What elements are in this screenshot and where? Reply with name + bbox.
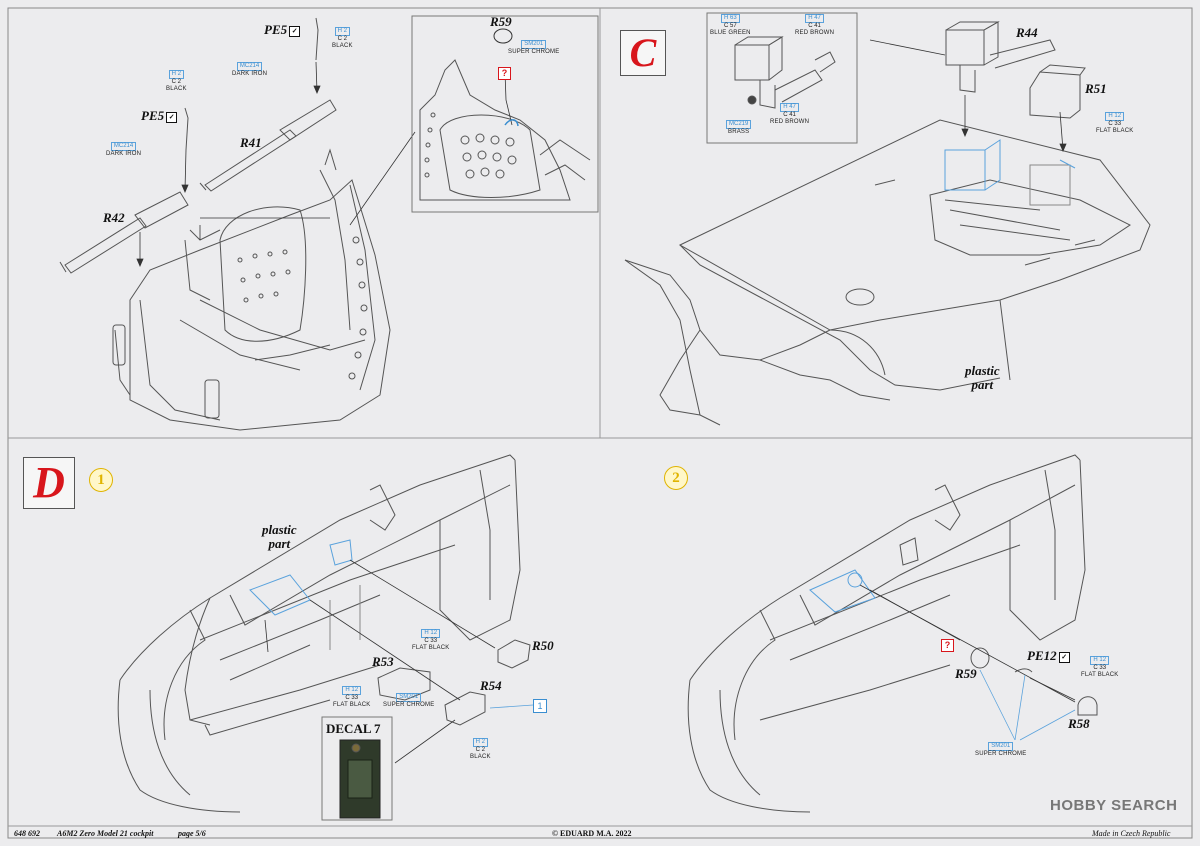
- part-label-r41: R41: [240, 135, 262, 150]
- c-inset-drawing: [734, 36, 836, 109]
- part-label-r59-top: R59: [490, 14, 512, 29]
- footer-code: 648 692: [14, 829, 40, 838]
- part-label-r44: R44: [1016, 25, 1038, 40]
- part-label-r54: R54: [480, 678, 502, 693]
- watermark-logo: HOBBY SEARCH: [1050, 797, 1178, 814]
- fuselage-side-drawing-1: [117, 454, 531, 813]
- question-mark-icon: ?: [498, 67, 511, 80]
- part-label-r42: R42: [103, 210, 125, 225]
- footer-made-in: Made in Czech Republic: [1092, 829, 1171, 838]
- question-mark-icon: ?: [941, 639, 954, 652]
- part-label-r53: R53: [372, 654, 394, 669]
- footer-copyright: © EDUARD M.A. 2022: [552, 829, 632, 838]
- step-2-marker: 2: [664, 466, 688, 490]
- part-label-r51: R51: [1085, 81, 1107, 96]
- cockpit-frame-drawing: [59, 17, 391, 431]
- part-label-pe5-left: PE5✓: [141, 108, 178, 124]
- check-icon: ✓: [289, 26, 301, 37]
- check-icon: ✓: [1058, 652, 1070, 663]
- seat-inset-drawing: [419, 59, 591, 201]
- cockpit-floor-drawing: [624, 21, 1151, 426]
- part-label-pe12: PE12✓: [1027, 648, 1070, 664]
- footer-title: A6M2 Zero Model 21 cockpit: [57, 829, 154, 838]
- part-label-r59-d2: R59: [955, 666, 977, 681]
- section-c-letter: C: [620, 30, 666, 76]
- check-icon: ✓: [166, 112, 178, 123]
- footer-page: page 5/6: [178, 829, 206, 838]
- decal-title: DECAL 7: [326, 721, 381, 736]
- fuselage-side-drawing-2: [687, 454, 1098, 813]
- part-label-pe5-top: PE5✓: [264, 22, 301, 38]
- step-1-marker: 1: [89, 468, 113, 492]
- reference-box: 1: [533, 699, 547, 713]
- section-d-letter: D: [23, 457, 75, 509]
- part-label-r50: R50: [532, 638, 554, 653]
- part-label-r58: R58: [1068, 716, 1090, 731]
